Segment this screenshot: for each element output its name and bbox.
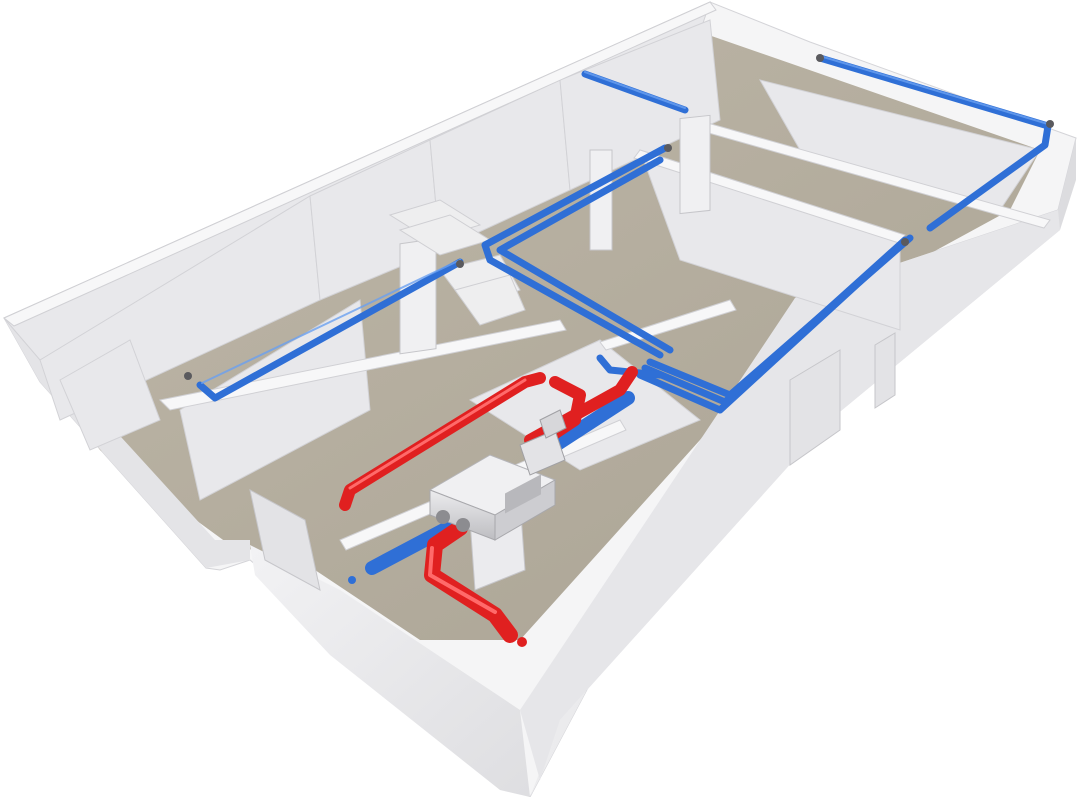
- unit-connector: [456, 518, 470, 532]
- supply-vent: [664, 144, 672, 152]
- unit-collar: [539, 409, 567, 439]
- exhaust-duct-highlight: [428, 546, 497, 614]
- supply-vent: [456, 260, 464, 268]
- openings: [249, 114, 896, 591]
- supply-vent: [184, 372, 192, 380]
- supply-duct-left-room: [196, 258, 464, 402]
- window-front: [249, 489, 321, 591]
- wall-top-back: [3, 1, 717, 327]
- floor-area: [40, 32, 1040, 640]
- supply-ducts: [196, 54, 1052, 575]
- right-long-wall: [520, 210, 1060, 780]
- heat-recovery-unit: [428, 409, 567, 541]
- stair-step: [454, 274, 526, 326]
- outdoor-intake-vent: [348, 576, 356, 584]
- supply-duct-main-1: [481, 144, 669, 359]
- extract-duct-highlight: [348, 378, 527, 490]
- window-right-2: [874, 332, 896, 409]
- supply-duct-right-room: [816, 54, 1052, 232]
- unit-panel: [505, 474, 541, 514]
- supply-duct-upper-room: [581, 70, 689, 114]
- supply-vent: [1046, 120, 1054, 128]
- front-wall-face: [250, 545, 530, 797]
- supply-duct-main-2: [496, 156, 674, 354]
- door-center: [679, 114, 711, 215]
- extract-duct-left: [339, 372, 546, 511]
- outdoor-exhaust-vent: [517, 637, 527, 647]
- unit-connector: [436, 510, 450, 524]
- supply-duct-unit: [596, 354, 664, 379]
- left-small-room-wall: [59, 339, 161, 451]
- supply-duct-trunk-3: [646, 234, 914, 399]
- unit-supply-duct: [541, 391, 635, 457]
- supply-duct-highlight: [819, 55, 1049, 125]
- supply-vent: [816, 54, 824, 62]
- unit-collar: [519, 429, 566, 476]
- vents: [184, 54, 1054, 647]
- supply-duct-highlight: [584, 71, 686, 109]
- supply-vent: [901, 238, 909, 246]
- supply-duct-highlight: [201, 259, 461, 384]
- divider-wall-3: [559, 19, 721, 191]
- window-right: [789, 349, 841, 466]
